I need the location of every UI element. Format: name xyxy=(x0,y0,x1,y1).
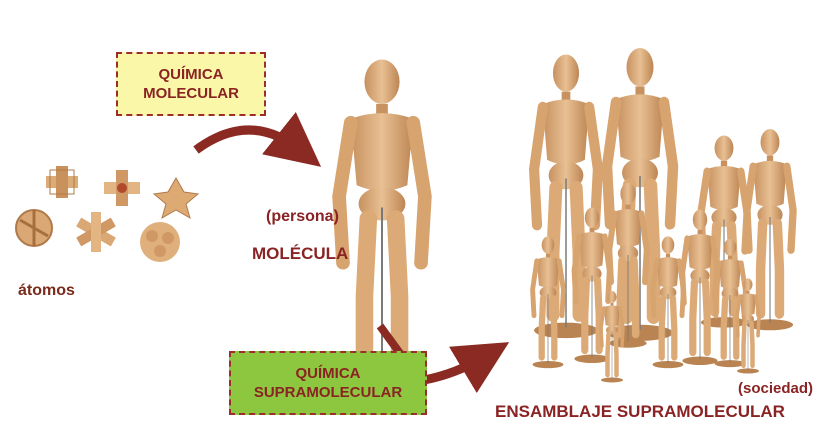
label-society: (sociedad) xyxy=(738,380,813,397)
mannequin-group xyxy=(533,48,794,383)
label-atoms: átomos xyxy=(18,282,75,300)
box-molecular-line1: QUÍMICA xyxy=(118,65,264,84)
box-supramolecular-line1: QUÍMICA xyxy=(231,364,425,383)
chemistry-supramolecular-box: QUÍMICA SUPRAMOLECULAR xyxy=(229,351,427,415)
box-molecular-line2: MOLECULAR xyxy=(118,84,264,103)
arrow-supramolecular xyxy=(424,356,486,380)
arrow-molecular xyxy=(196,130,300,150)
label-molecule: MOLÉCULA xyxy=(252,244,348,264)
label-supramolecular-assembly: ENSAMBLAJE SUPRAMOLECULAR xyxy=(495,402,785,422)
label-person: (persona) xyxy=(266,208,339,226)
mannequin-molecule xyxy=(339,59,425,398)
box-supramolecular-line2: SUPRAMOLECULAR xyxy=(231,383,425,402)
chemistry-molecular-box: QUÍMICA MOLECULAR xyxy=(116,52,266,116)
atoms-cluster xyxy=(16,166,198,262)
